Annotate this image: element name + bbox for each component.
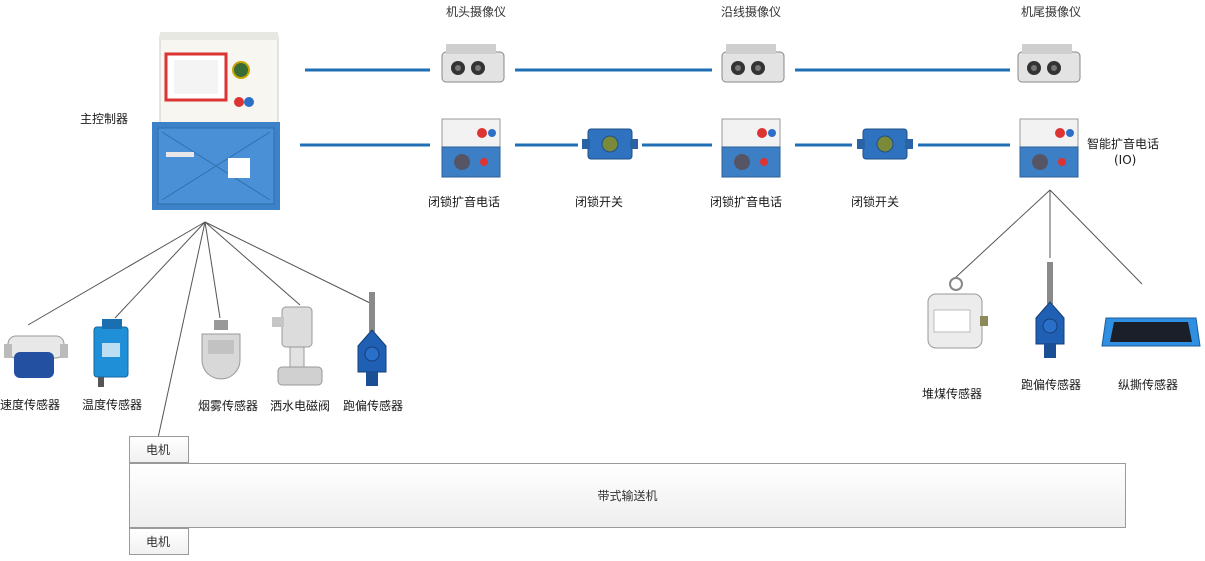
camera-head-icon (436, 38, 512, 92)
motor-top: 电机 (129, 436, 189, 463)
smart-phone-io-label: (IO) (1114, 153, 1137, 167)
smoke-sensor-label: 烟雾传感器 (198, 399, 259, 413)
belt-conveyor: 带式输送机 (129, 463, 1126, 528)
wire-tear (1049, 189, 1143, 285)
deviation-sensor-left-icon (352, 292, 392, 394)
lock-phone-1-icon (440, 117, 502, 183)
lock-switch-1-icon (580, 127, 640, 165)
camera-line-label: 沿线摄像仪 (721, 5, 782, 19)
lock-phone-2-icon (720, 117, 782, 183)
camera-tail-icon (1012, 38, 1088, 92)
wire-sprinkler (204, 221, 301, 306)
deviation-sensor-right-label: 跑偏传感器 (1021, 378, 1082, 392)
wire-speed (27, 221, 206, 326)
deviation-sensor-right-icon (1030, 262, 1070, 364)
smart-phone-icon (1018, 117, 1080, 183)
main-controller (152, 30, 280, 210)
wire-deviation-left (204, 221, 371, 304)
lock-phone-1-label: 闭锁扩音电话 (428, 195, 501, 209)
smart-phone-label: 智能扩音电话 (1087, 137, 1160, 151)
speed-sensor-label: 速度传感器 (0, 398, 61, 412)
wire-smoke (204, 221, 221, 319)
controller-label: 主控制器 (80, 112, 129, 126)
belt-conveyor-label: 带式输送机 (597, 489, 658, 503)
temperature-sensor-icon (88, 315, 134, 393)
camera-head-label: 机头摄像仪 (446, 5, 507, 19)
deviation-sensor-left-label: 跑偏传感器 (343, 399, 404, 413)
wire-motor (157, 221, 206, 439)
smoke-sensor-icon (198, 318, 244, 386)
lock-switch-2-label: 闭锁开关 (851, 195, 900, 209)
sprinkler-valve-label: 洒水电磁阀 (270, 399, 331, 413)
temperature-sensor-label: 温度传感器 (82, 398, 143, 412)
coal-pile-sensor-icon (922, 276, 990, 360)
tear-sensor-icon (1100, 314, 1202, 354)
speed-sensor-icon (4, 330, 68, 386)
lock-switch-1-label: 闭锁开关 (575, 195, 624, 209)
lock-switch-2-icon (855, 127, 915, 165)
motor-bottom: 电机 (129, 528, 189, 555)
coal-pile-sensor-label: 堆煤传感器 (922, 387, 983, 401)
camera-line-icon (716, 38, 792, 92)
wire-coal (954, 189, 1051, 279)
tear-sensor-label: 纵撕传感器 (1118, 378, 1179, 392)
sprinkler-valve-icon (272, 303, 328, 393)
wire-temp (114, 221, 206, 319)
lock-phone-2-label: 闭锁扩音电话 (710, 195, 783, 209)
camera-tail-label: 机尾摄像仪 (1021, 5, 1082, 19)
